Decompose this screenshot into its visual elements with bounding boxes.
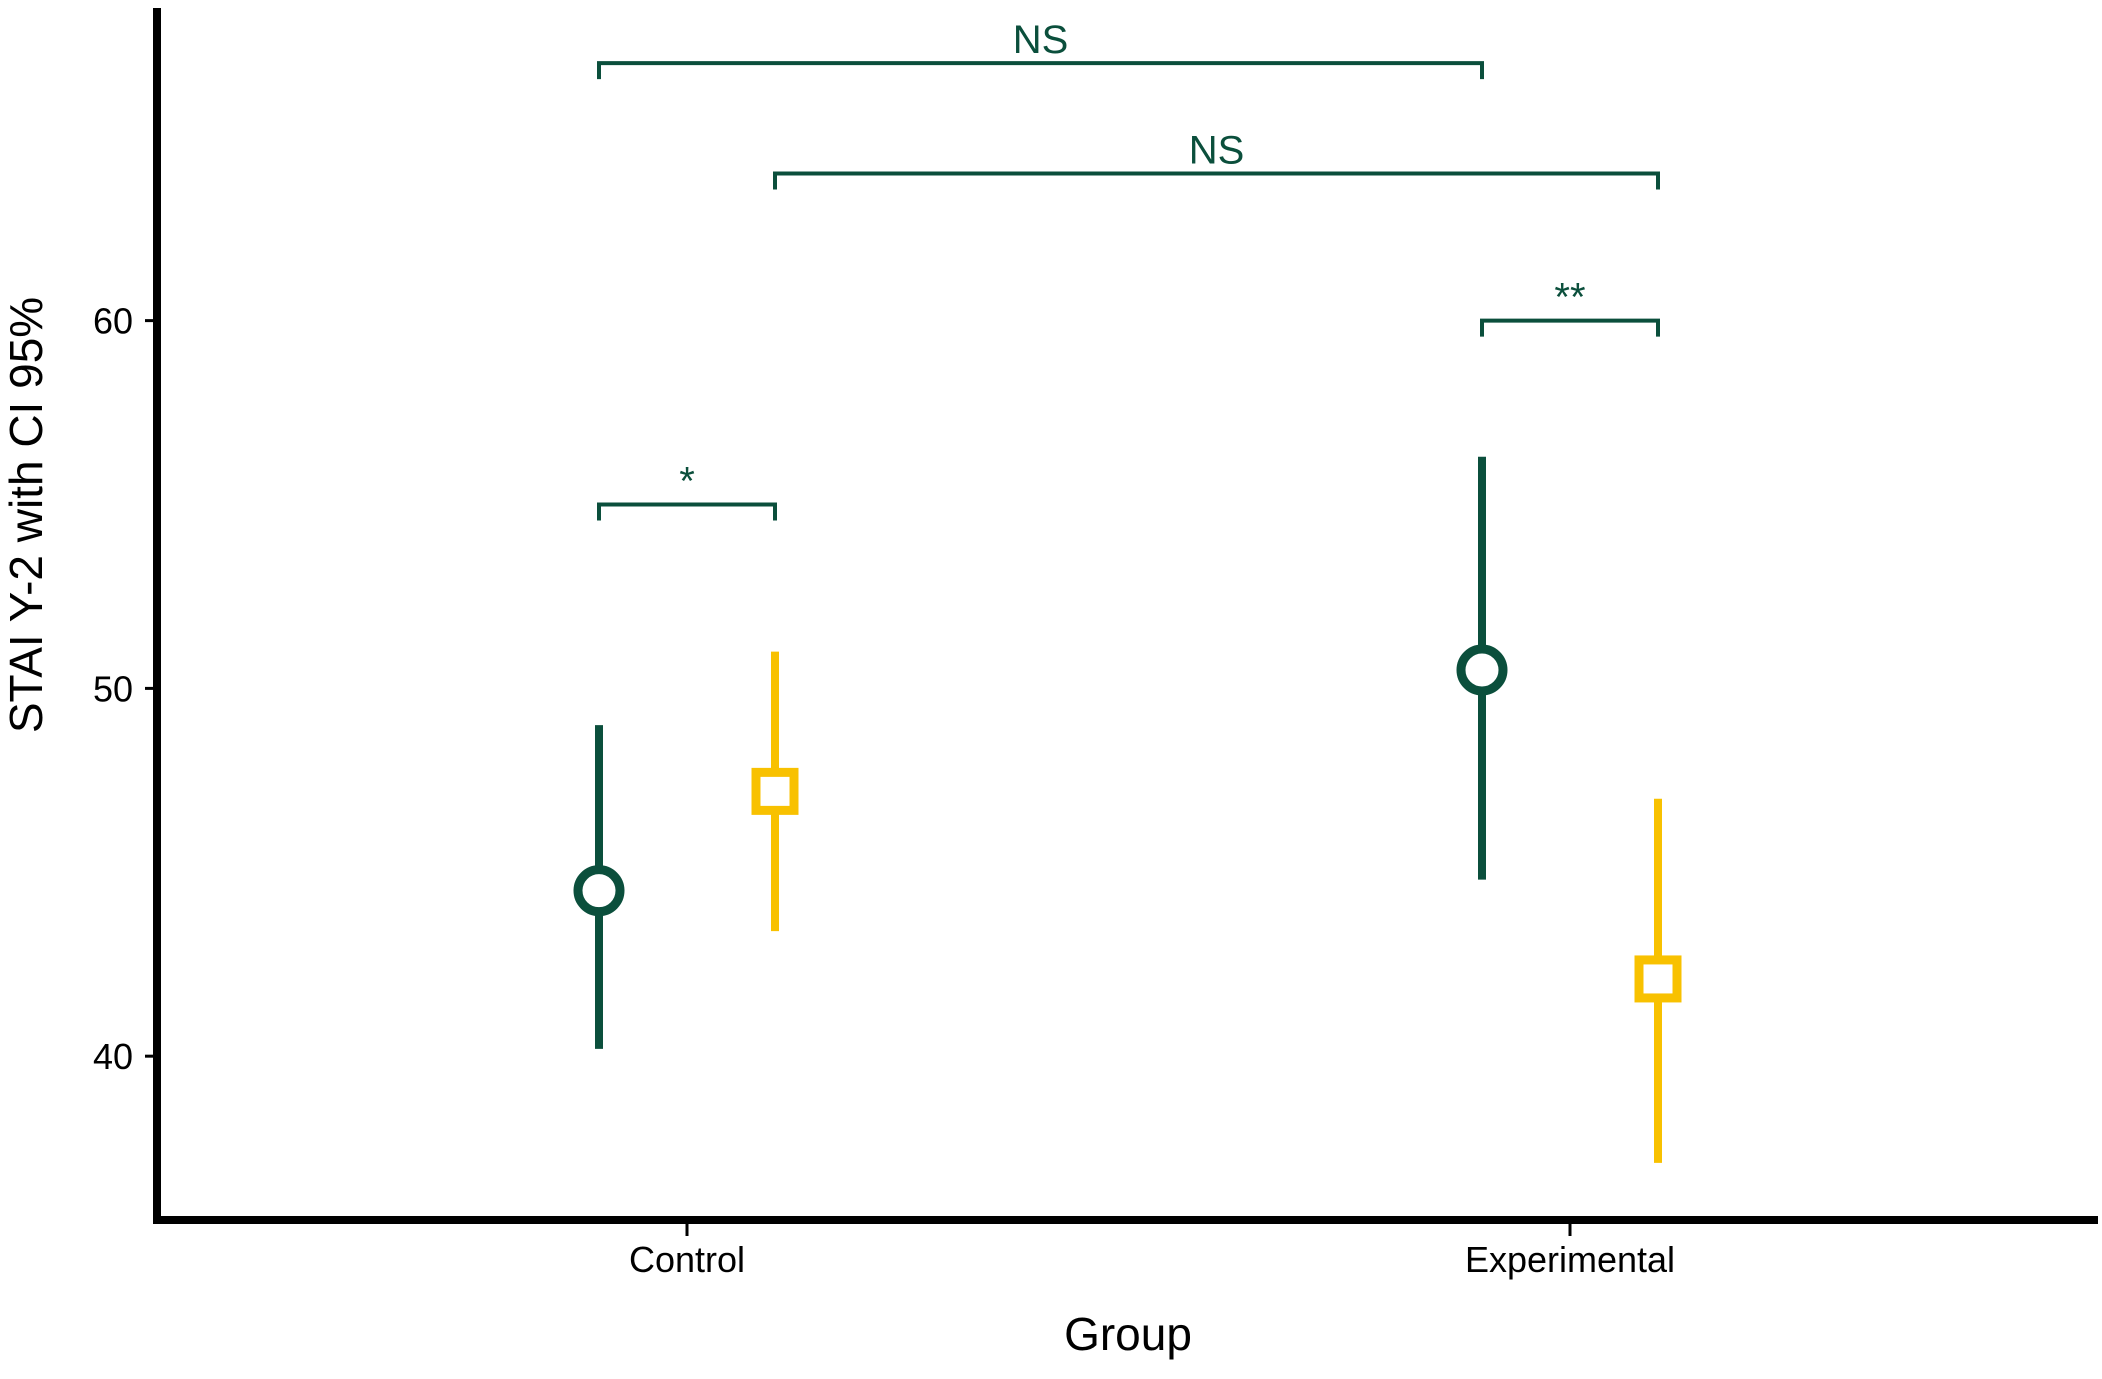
y-tick-label: 60 [93, 301, 133, 342]
y-axis-title: STAI Y-2 with CI 95% [0, 297, 52, 733]
axes [153, 8, 2098, 1224]
significance-bracket [773, 171, 1660, 190]
significance-bracket [597, 502, 777, 521]
y-tick-label: 40 [93, 1036, 133, 1077]
x-tick-label: Control [629, 1239, 745, 1280]
significance-label: NS [1189, 129, 1245, 173]
significance-label: ** [1554, 276, 1585, 320]
mean-point-square [751, 767, 799, 815]
significance-bracket [597, 61, 1484, 80]
y-tick-label: 50 [93, 668, 133, 709]
significance-label: NS [1013, 18, 1069, 62]
significance-bracket [1480, 318, 1660, 337]
significance-label: * [679, 460, 695, 504]
mean-point-circle [1456, 644, 1508, 696]
x-tick-label: Experimental [1465, 1239, 1675, 1280]
mean-point-square [1634, 955, 1682, 1003]
x-axis-title: Group [1064, 1308, 1192, 1360]
mean-point-circle [573, 865, 625, 917]
series-layer [573, 456, 1682, 1163]
